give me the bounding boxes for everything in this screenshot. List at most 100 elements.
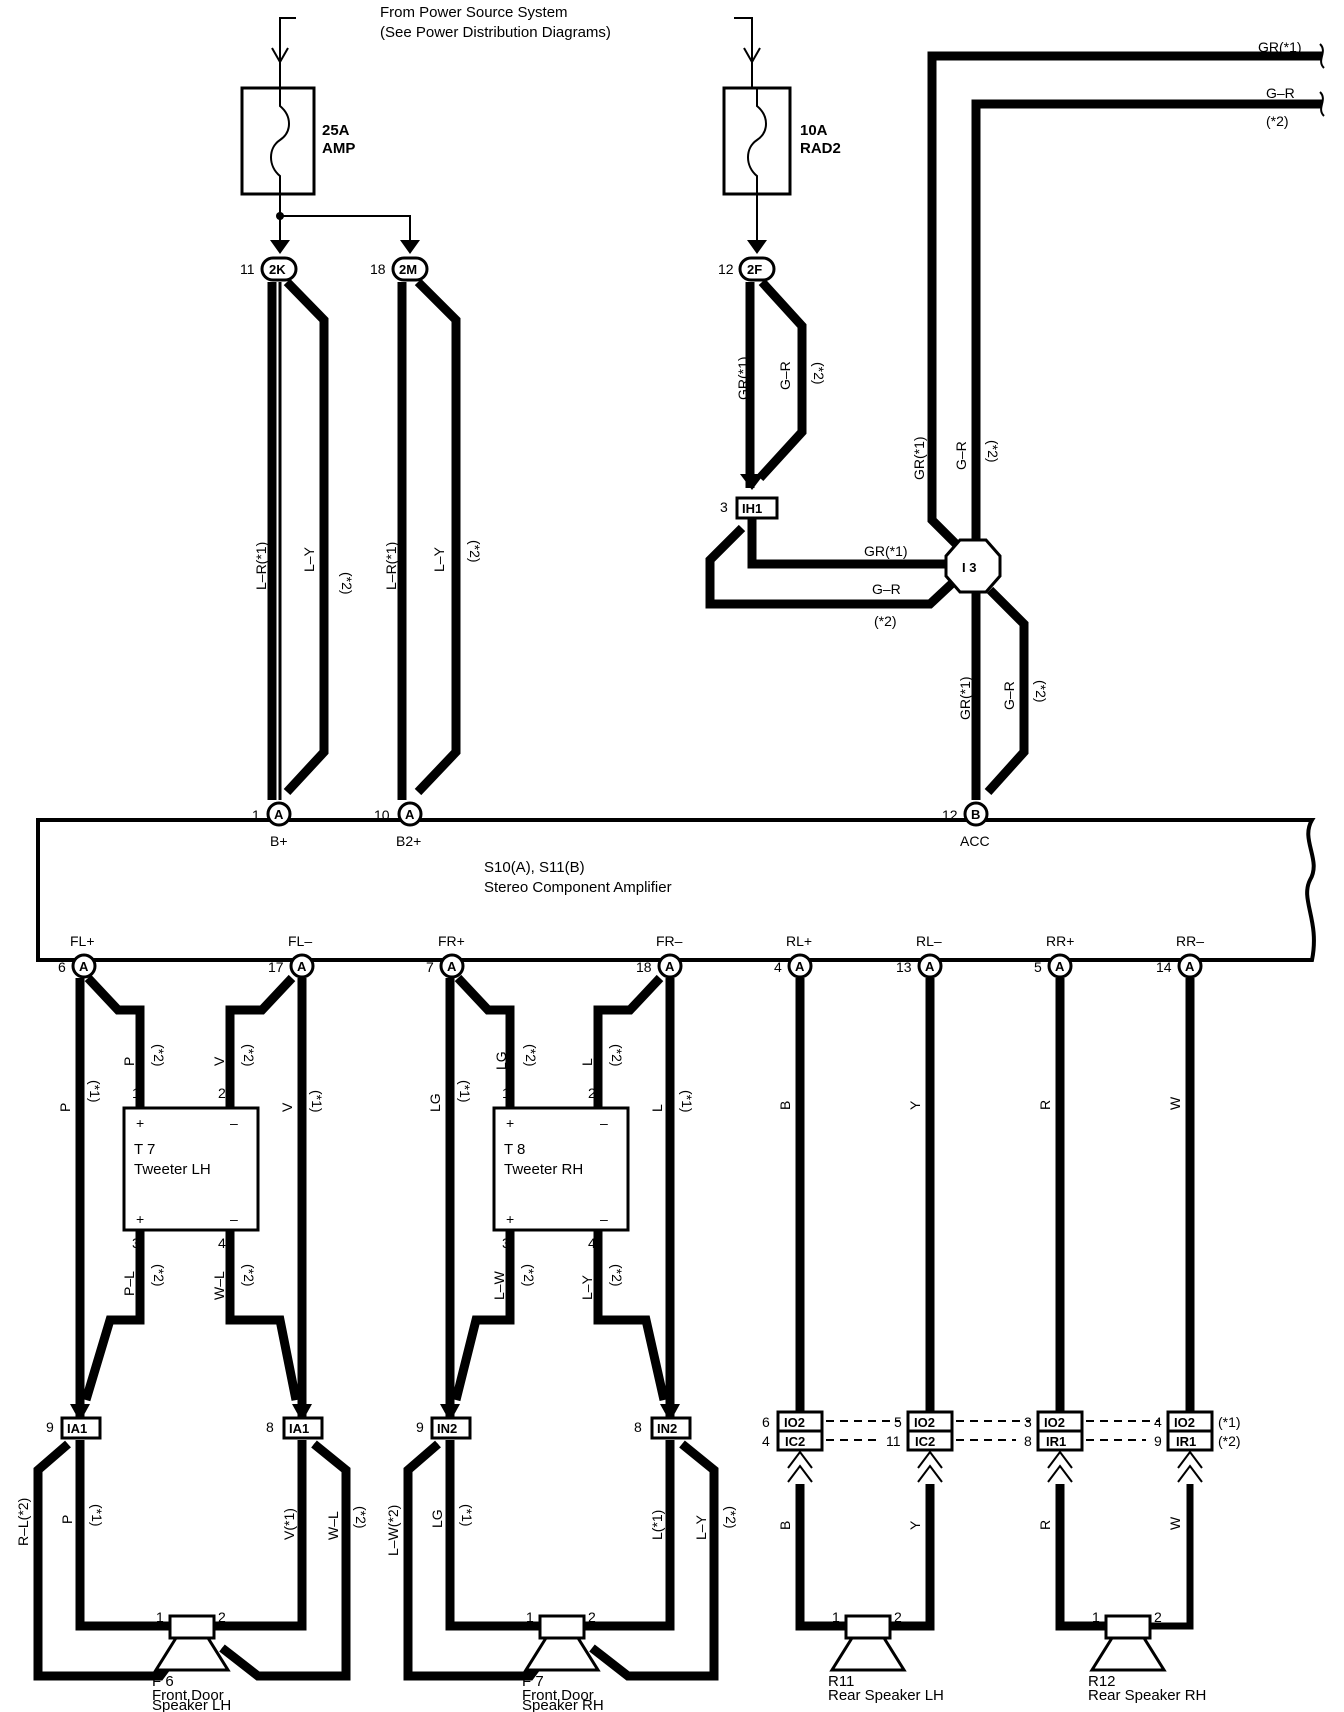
svg-text:A: A xyxy=(274,807,284,822)
svg-text:LG: LG xyxy=(427,1093,443,1112)
svg-text:G–R: G–R xyxy=(1266,85,1295,101)
wire-gr-r-top xyxy=(971,99,1322,548)
svg-text:Rear Speaker LH: Rear Speaker LH xyxy=(828,1687,944,1704)
svg-text:IA1: IA1 xyxy=(289,1421,309,1436)
connectors-rear: IO2 IC2 6 4 IO2 IC2 5 11 IO2 IR1 3 8 IO2… xyxy=(762,1410,1241,1452)
amp-pin-b2plus: 10 A B2+ xyxy=(374,801,423,849)
svg-text:P: P xyxy=(59,1515,75,1524)
svg-text:11: 11 xyxy=(240,261,255,277)
svg-text:6: 6 xyxy=(58,959,66,975)
svg-text:F 6: F 6 xyxy=(152,1673,174,1690)
svg-text:R: R xyxy=(1037,1100,1053,1110)
svg-text:L–W: L–W xyxy=(491,1270,507,1300)
svg-text:IO2: IO2 xyxy=(1044,1415,1065,1430)
svg-text:L: L xyxy=(649,1104,665,1112)
power-feed-line-amp xyxy=(279,17,296,88)
svg-text:L–W(*2): L–W(*2) xyxy=(385,1505,401,1556)
wire-labels-rear-upper: B Y R W xyxy=(777,1096,1183,1110)
svg-text:T 7: T 7 xyxy=(134,1141,155,1158)
wire-gr-ih1-i3 xyxy=(747,518,960,569)
power-feed-line-rad2 xyxy=(734,17,753,88)
connector-in2-right: 8 IN2 xyxy=(634,1416,692,1440)
svg-text:+: + xyxy=(506,1115,514,1131)
svg-text:12: 12 xyxy=(942,807,958,823)
svg-text:IA1: IA1 xyxy=(67,1421,87,1436)
svg-text:B: B xyxy=(777,1521,793,1530)
connector-2m: 18 2M xyxy=(370,256,429,282)
svg-text:(*2): (*2) xyxy=(339,572,355,595)
speaker-cone-icon xyxy=(829,1636,907,1672)
svg-text:(*1): (*1) xyxy=(457,1080,473,1103)
svg-text:(*2): (*2) xyxy=(353,1506,369,1529)
svg-text:Front Door: Front Door xyxy=(152,1687,224,1704)
amplifier-body xyxy=(36,818,1316,962)
wire-stripe xyxy=(974,102,1322,548)
svg-text:(*2): (*2) xyxy=(1218,1433,1241,1449)
svg-text:3: 3 xyxy=(132,1235,140,1251)
arrow-down-icon xyxy=(747,240,767,254)
break-mark-icon xyxy=(1319,91,1325,117)
wire-stripe xyxy=(406,1442,544,1678)
svg-text:(*2): (*2) xyxy=(1266,113,1289,129)
svg-text:+: + xyxy=(506,1211,514,1227)
svg-text:GR(*1): GR(*1) xyxy=(735,356,751,400)
svg-text:B: B xyxy=(971,807,980,822)
svg-text:3: 3 xyxy=(720,499,728,515)
svg-text:V: V xyxy=(279,1102,295,1112)
svg-text:9: 9 xyxy=(1154,1433,1162,1449)
svg-text:(*1): (*1) xyxy=(309,1090,325,1113)
svg-text:IO2: IO2 xyxy=(1174,1415,1195,1430)
svg-text:(*2): (*2) xyxy=(985,440,1001,463)
svg-text:B2+: B2+ xyxy=(396,833,421,849)
svg-text:L: L xyxy=(579,1058,595,1066)
wire-lw-fr xyxy=(451,1230,515,1402)
break-mark-icon xyxy=(1319,43,1325,69)
svg-text:(*2): (*2) xyxy=(609,1264,625,1287)
wire-labels-f6: R–L(*2) P (*1) V(*1) W–L (*2) xyxy=(15,1498,369,1546)
svg-text:2: 2 xyxy=(218,1609,226,1625)
wire-pl-fl xyxy=(81,1230,145,1402)
svg-text:P: P xyxy=(57,1103,73,1112)
wire-ly-f7 xyxy=(589,1440,719,1681)
svg-text:ACC: ACC xyxy=(960,833,990,849)
amplifier-label: S10(A), S11(B) Stereo Component Amplifie… xyxy=(484,859,672,896)
wire-v-fl-tweeter xyxy=(225,974,296,1108)
wire-ly-bplus xyxy=(283,278,329,796)
wire-label-top: GR(*1) G–R (*2) GR(*1) G–R (*2) xyxy=(911,39,1302,480)
svg-text:3: 3 xyxy=(502,1235,510,1251)
amp-pin-acc: 12 B ACC xyxy=(942,801,990,849)
svg-text:L–Y: L–Y xyxy=(301,546,317,572)
wire-p-fl-tweeter xyxy=(84,974,145,1108)
arrow-down-icon xyxy=(270,240,290,254)
svg-text:IH1: IH1 xyxy=(742,501,762,516)
svg-text:1: 1 xyxy=(502,1085,510,1101)
wire-label-2f: GR(*1) G–R (*2) xyxy=(735,356,827,400)
svg-text:P–L: P–L xyxy=(121,1271,137,1296)
wire-lg-f7 xyxy=(445,1440,540,1631)
svg-text:IO2: IO2 xyxy=(784,1415,805,1430)
svg-text:14: 14 xyxy=(1156,959,1172,975)
tweeter-rh: + – T 8 Tweeter RH + – 1 2 3 4 xyxy=(492,1085,630,1251)
svg-text:11: 11 xyxy=(886,1433,901,1449)
svg-text:1: 1 xyxy=(526,1609,534,1625)
svg-text:9: 9 xyxy=(46,1419,54,1435)
svg-text:13: 13 xyxy=(896,959,912,975)
svg-text:25A: 25A xyxy=(322,122,350,139)
fuse-amp: 25A AMP xyxy=(240,86,355,196)
svg-text:W: W xyxy=(1167,1516,1183,1530)
arrow-down-icon xyxy=(70,1404,90,1422)
svg-text:A: A xyxy=(79,959,89,974)
rear-arrows xyxy=(787,1450,1203,1483)
svg-text:R11: R11 xyxy=(828,1673,854,1690)
svg-text:4: 4 xyxy=(774,959,782,975)
svg-text:6: 6 xyxy=(762,1414,770,1430)
svg-text:1: 1 xyxy=(156,1609,164,1625)
svg-text:1: 1 xyxy=(132,1085,140,1101)
wire-y-r11 xyxy=(888,1484,935,1631)
svg-text:RL+: RL+ xyxy=(786,933,812,949)
wire-b-r11 xyxy=(795,1484,848,1631)
